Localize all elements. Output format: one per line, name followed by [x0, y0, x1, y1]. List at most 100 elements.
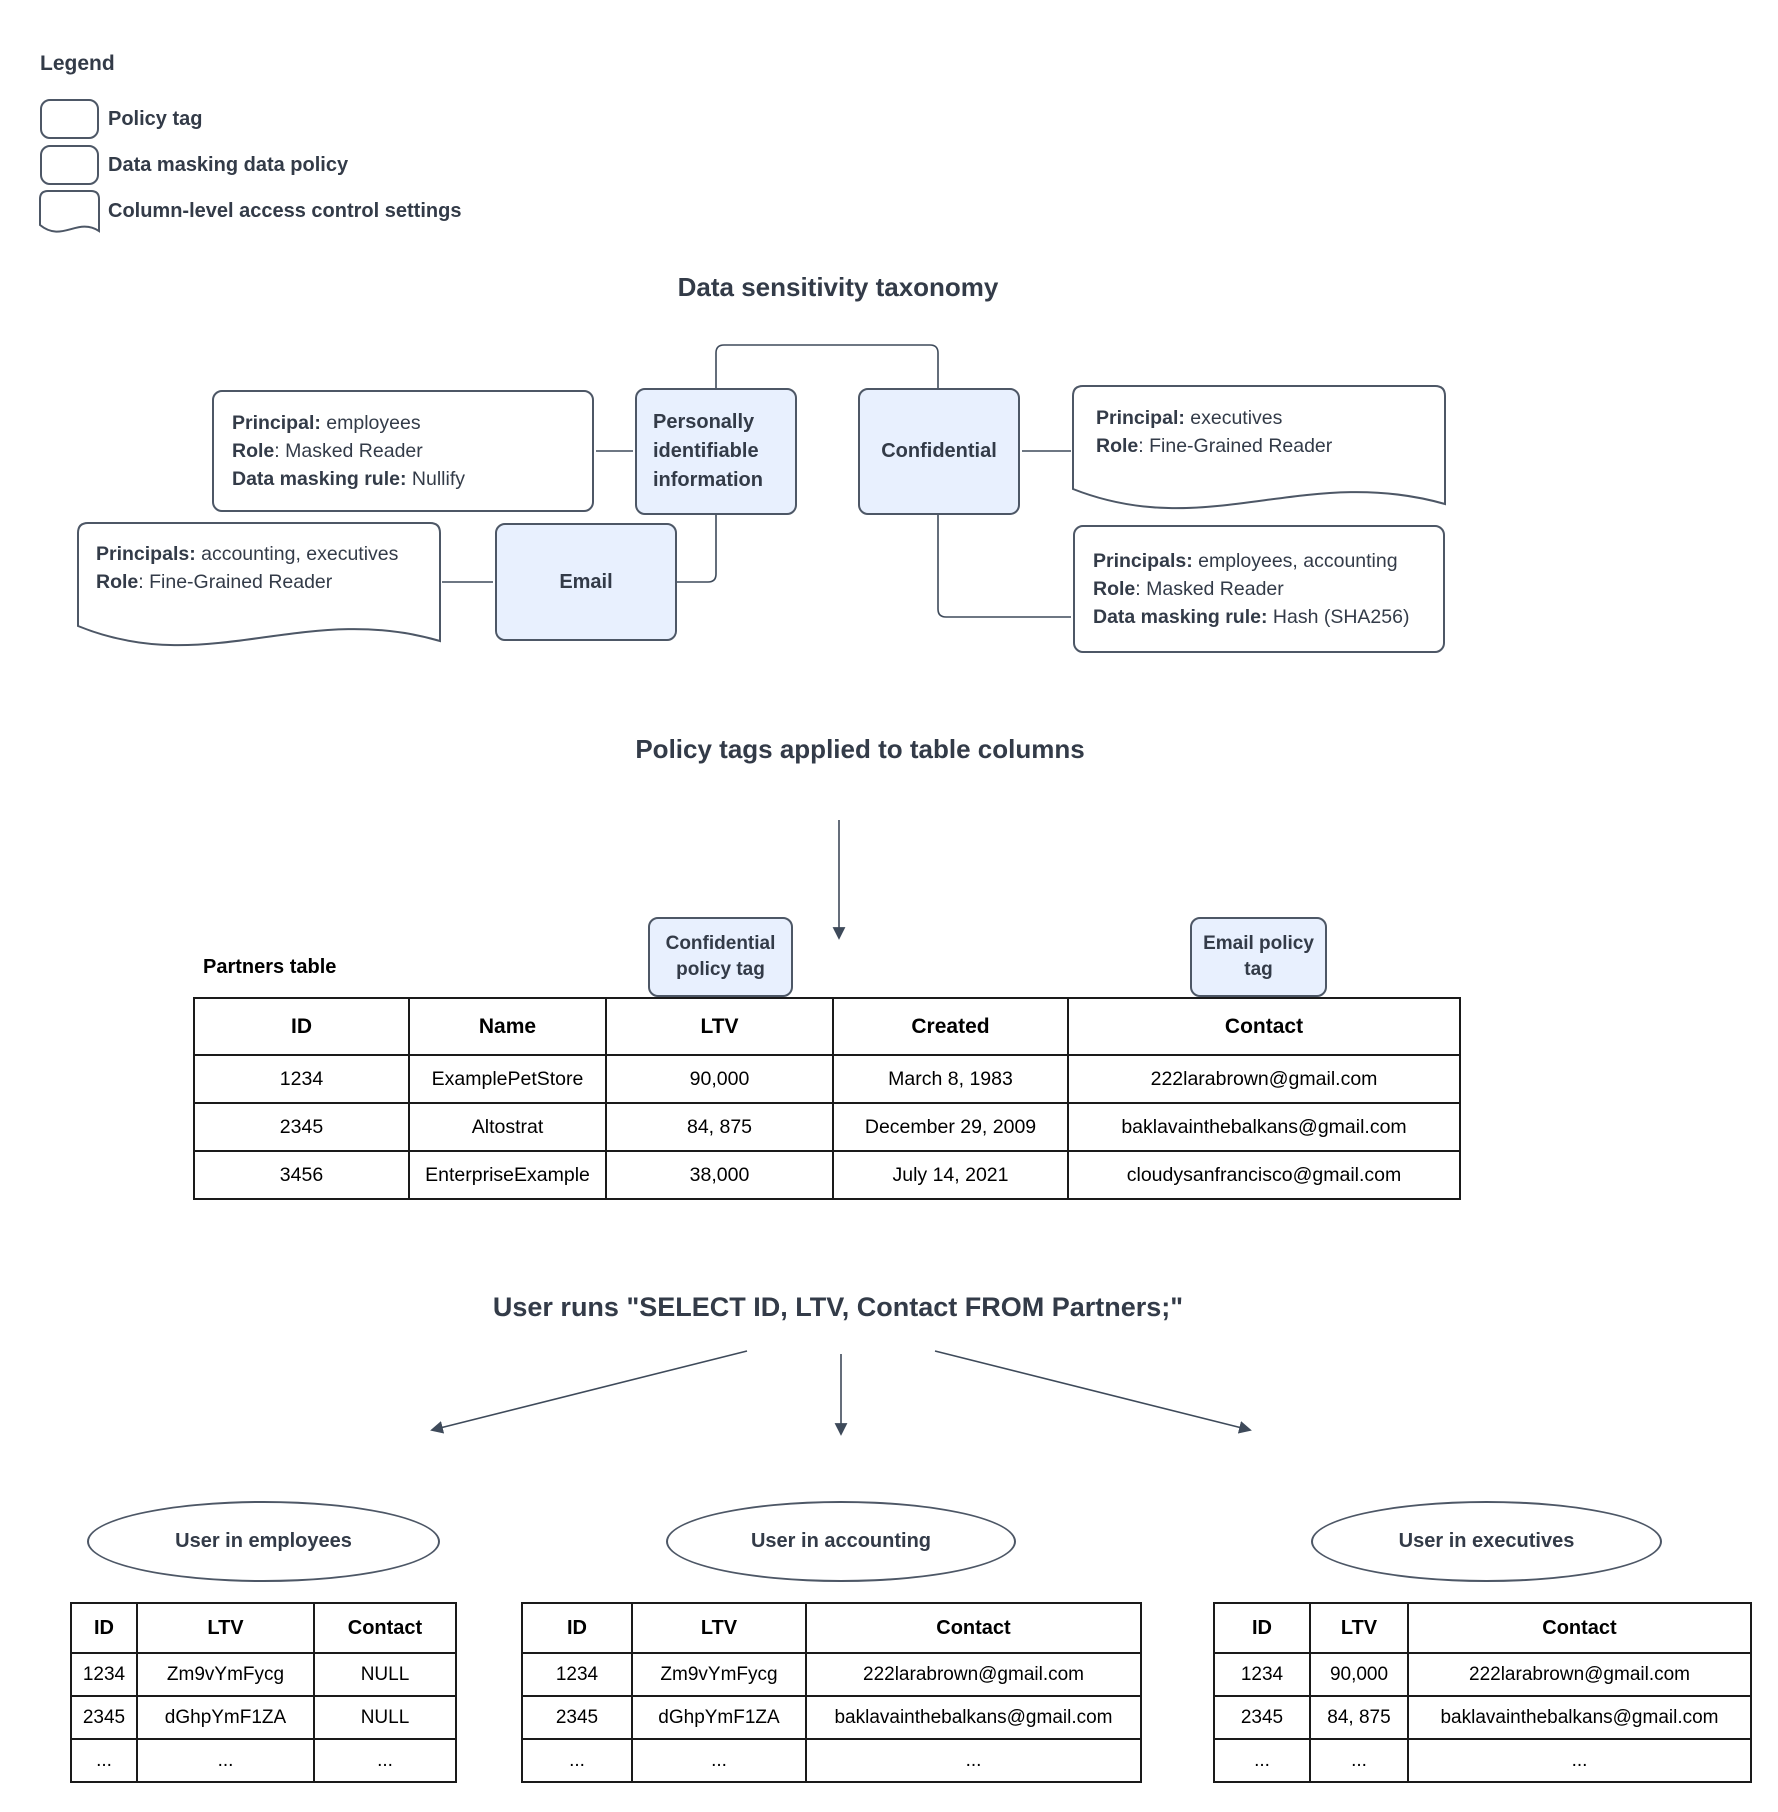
cell: Altostrat — [408, 1102, 607, 1152]
cell: March 8, 1983 — [832, 1054, 1069, 1104]
cell: Zm9vYmFycg — [136, 1652, 315, 1697]
table-row: 2345 dGhpYmF1ZA baklavainthebalkans@gmai… — [521, 1695, 1142, 1740]
cell: baklavainthebalkans@gmail.com — [1067, 1102, 1461, 1152]
legend-item-column-access: Column-level access control settings — [108, 200, 462, 222]
cell: Zm9vYmFycg — [631, 1652, 807, 1697]
legend-item-policy-tag: Policy tag — [108, 108, 203, 130]
connector-pii-email — [677, 515, 717, 583]
header-ltv: LTV — [631, 1602, 807, 1654]
cell: July 14, 2021 — [832, 1150, 1069, 1200]
cell: 2345 — [193, 1102, 410, 1152]
cell: ... — [1309, 1738, 1409, 1783]
cell: 1234 — [193, 1054, 410, 1104]
cell: ... — [521, 1738, 633, 1783]
cell: 2345 — [70, 1695, 138, 1740]
legend-title: Legend — [40, 52, 115, 75]
table-row: 3456 EnterpriseExample 38,000 July 14, 2… — [193, 1150, 1461, 1200]
executives-result-table: ID LTV Contact 1234 90,000 222larabrown@… — [1213, 1602, 1752, 1783]
policy-tag-email: Email — [495, 523, 677, 641]
email-access-settings: Principals: accounting, executives Role:… — [96, 543, 399, 593]
table-row: 2345 Altostrat 84, 875 December 29, 2009… — [193, 1102, 1461, 1152]
header-id: ID — [70, 1602, 138, 1654]
partners-table-label: Partners table — [203, 956, 337, 978]
table-row: 1234 ExamplePetStore 90,000 March 8, 198… — [193, 1054, 1461, 1104]
employees-result-table: ID LTV Contact 1234 Zm9vYmFycg NULL 2345… — [70, 1602, 457, 1783]
cell: 90,000 — [1309, 1652, 1409, 1697]
partners-header-id: ID — [193, 997, 410, 1056]
policy-tag-pii: Personally identifiable information — [635, 388, 797, 515]
partners-header-row: ID Name LTV Created Contact — [193, 997, 1461, 1056]
result-header-row: ID LTV Contact — [521, 1602, 1142, 1654]
table-row: 1234 Zm9vYmFycg NULL — [70, 1652, 457, 1697]
cell: NULL — [313, 1695, 457, 1740]
cell: 2345 — [1213, 1695, 1311, 1740]
user-in-executives-ellipse: User in executives — [1311, 1501, 1662, 1582]
cell: 84, 875 — [1309, 1695, 1409, 1740]
user-in-employees-ellipse: User in employees — [87, 1501, 440, 1582]
confidential-policy-tag-callout: Confidential policy tag — [648, 917, 793, 997]
cell: dGhpYmF1ZA — [631, 1695, 807, 1740]
legend-policy-tag-swatch — [40, 99, 99, 139]
email-policy-tag-callout: Email policy tag — [1190, 917, 1327, 997]
user-in-accounting-ellipse: User in accounting — [666, 1501, 1016, 1582]
table-row: 1234 Zm9vYmFycg 222larabrown@gmail.com — [521, 1652, 1142, 1697]
cell: 222larabrown@gmail.com — [1407, 1652, 1752, 1697]
result-header-row: ID LTV Contact — [70, 1602, 457, 1654]
table-row: ... ... ... — [521, 1738, 1142, 1783]
legend-data-masking-swatch — [40, 145, 99, 185]
header-ltv: LTV — [1309, 1602, 1409, 1654]
arrow-to-executives-result — [934, 1350, 1252, 1434]
confidential-access-settings: Principal: executives Role: Fine-Grained… — [1096, 407, 1333, 457]
policy-tag-confidential: Confidential — [858, 388, 1020, 515]
cell: 1234 — [70, 1652, 138, 1697]
cell: ... — [1213, 1738, 1311, 1783]
table-row: 2345 84, 875 baklavainthebalkans@gmail.c… — [1213, 1695, 1752, 1740]
cell: ... — [313, 1738, 457, 1783]
header-id: ID — [521, 1602, 633, 1654]
table-row: 1234 90,000 222larabrown@gmail.com — [1213, 1652, 1752, 1697]
cell: dGhpYmF1ZA — [136, 1695, 315, 1740]
pii-masking-policy: Principal: employees Role: Masked Reader… — [212, 390, 594, 512]
arrow-to-employees-result — [430, 1350, 748, 1434]
cell: 3456 — [193, 1150, 410, 1200]
tree-bracket-connector — [715, 344, 939, 388]
taxonomy-section-title: Data sensitivity taxonomy — [677, 272, 999, 302]
cell: ... — [1407, 1738, 1752, 1783]
query-section-title: User runs "SELECT ID, LTV, Contact FROM … — [492, 1292, 1184, 1322]
header-ltv: LTV — [136, 1602, 315, 1654]
cell: baklavainthebalkans@gmail.com — [805, 1695, 1142, 1740]
cell: baklavainthebalkans@gmail.com — [1407, 1695, 1752, 1740]
cell: 1234 — [1213, 1652, 1311, 1697]
table-row: 2345 dGhpYmF1ZA NULL — [70, 1695, 457, 1740]
cell: ... — [70, 1738, 138, 1783]
cell: ... — [805, 1738, 1142, 1783]
connector-confidential-masking — [937, 515, 1071, 618]
cell: 1234 — [521, 1652, 633, 1697]
partners-header-name: Name — [408, 997, 607, 1056]
legend-document-shape — [39, 190, 100, 233]
table-row: ... ... ... — [1213, 1738, 1752, 1783]
cell: 38,000 — [605, 1150, 834, 1200]
accounting-result-table: ID LTV Contact 1234 Zm9vYmFycg 222larabr… — [521, 1602, 1142, 1783]
cell: ... — [631, 1738, 807, 1783]
cell: 2345 — [521, 1695, 633, 1740]
partners-header-ltv: LTV — [605, 997, 834, 1056]
cell: 222larabrown@gmail.com — [805, 1652, 1142, 1697]
cell: ... — [136, 1738, 315, 1783]
header-contact: Contact — [805, 1602, 1142, 1654]
confidential-access-document-shape — [1072, 385, 1446, 510]
confidential-masking-policy: Principals: employees, accounting Role: … — [1073, 525, 1445, 653]
email-access-document-shape — [77, 522, 441, 647]
cell: cloudysanfrancisco@gmail.com — [1067, 1150, 1461, 1200]
header-contact: Contact — [1407, 1602, 1752, 1654]
header-contact: Contact — [313, 1602, 457, 1654]
header-id: ID — [1213, 1602, 1311, 1654]
result-header-row: ID LTV Contact — [1213, 1602, 1752, 1654]
partners-header-created: Created — [832, 997, 1069, 1056]
cell: 90,000 — [605, 1054, 834, 1104]
partners-table: ID Name LTV Created Contact 1234 Example… — [193, 997, 1461, 1200]
partners-header-contact: Contact — [1067, 997, 1461, 1056]
cell: 222larabrown@gmail.com — [1067, 1054, 1461, 1104]
